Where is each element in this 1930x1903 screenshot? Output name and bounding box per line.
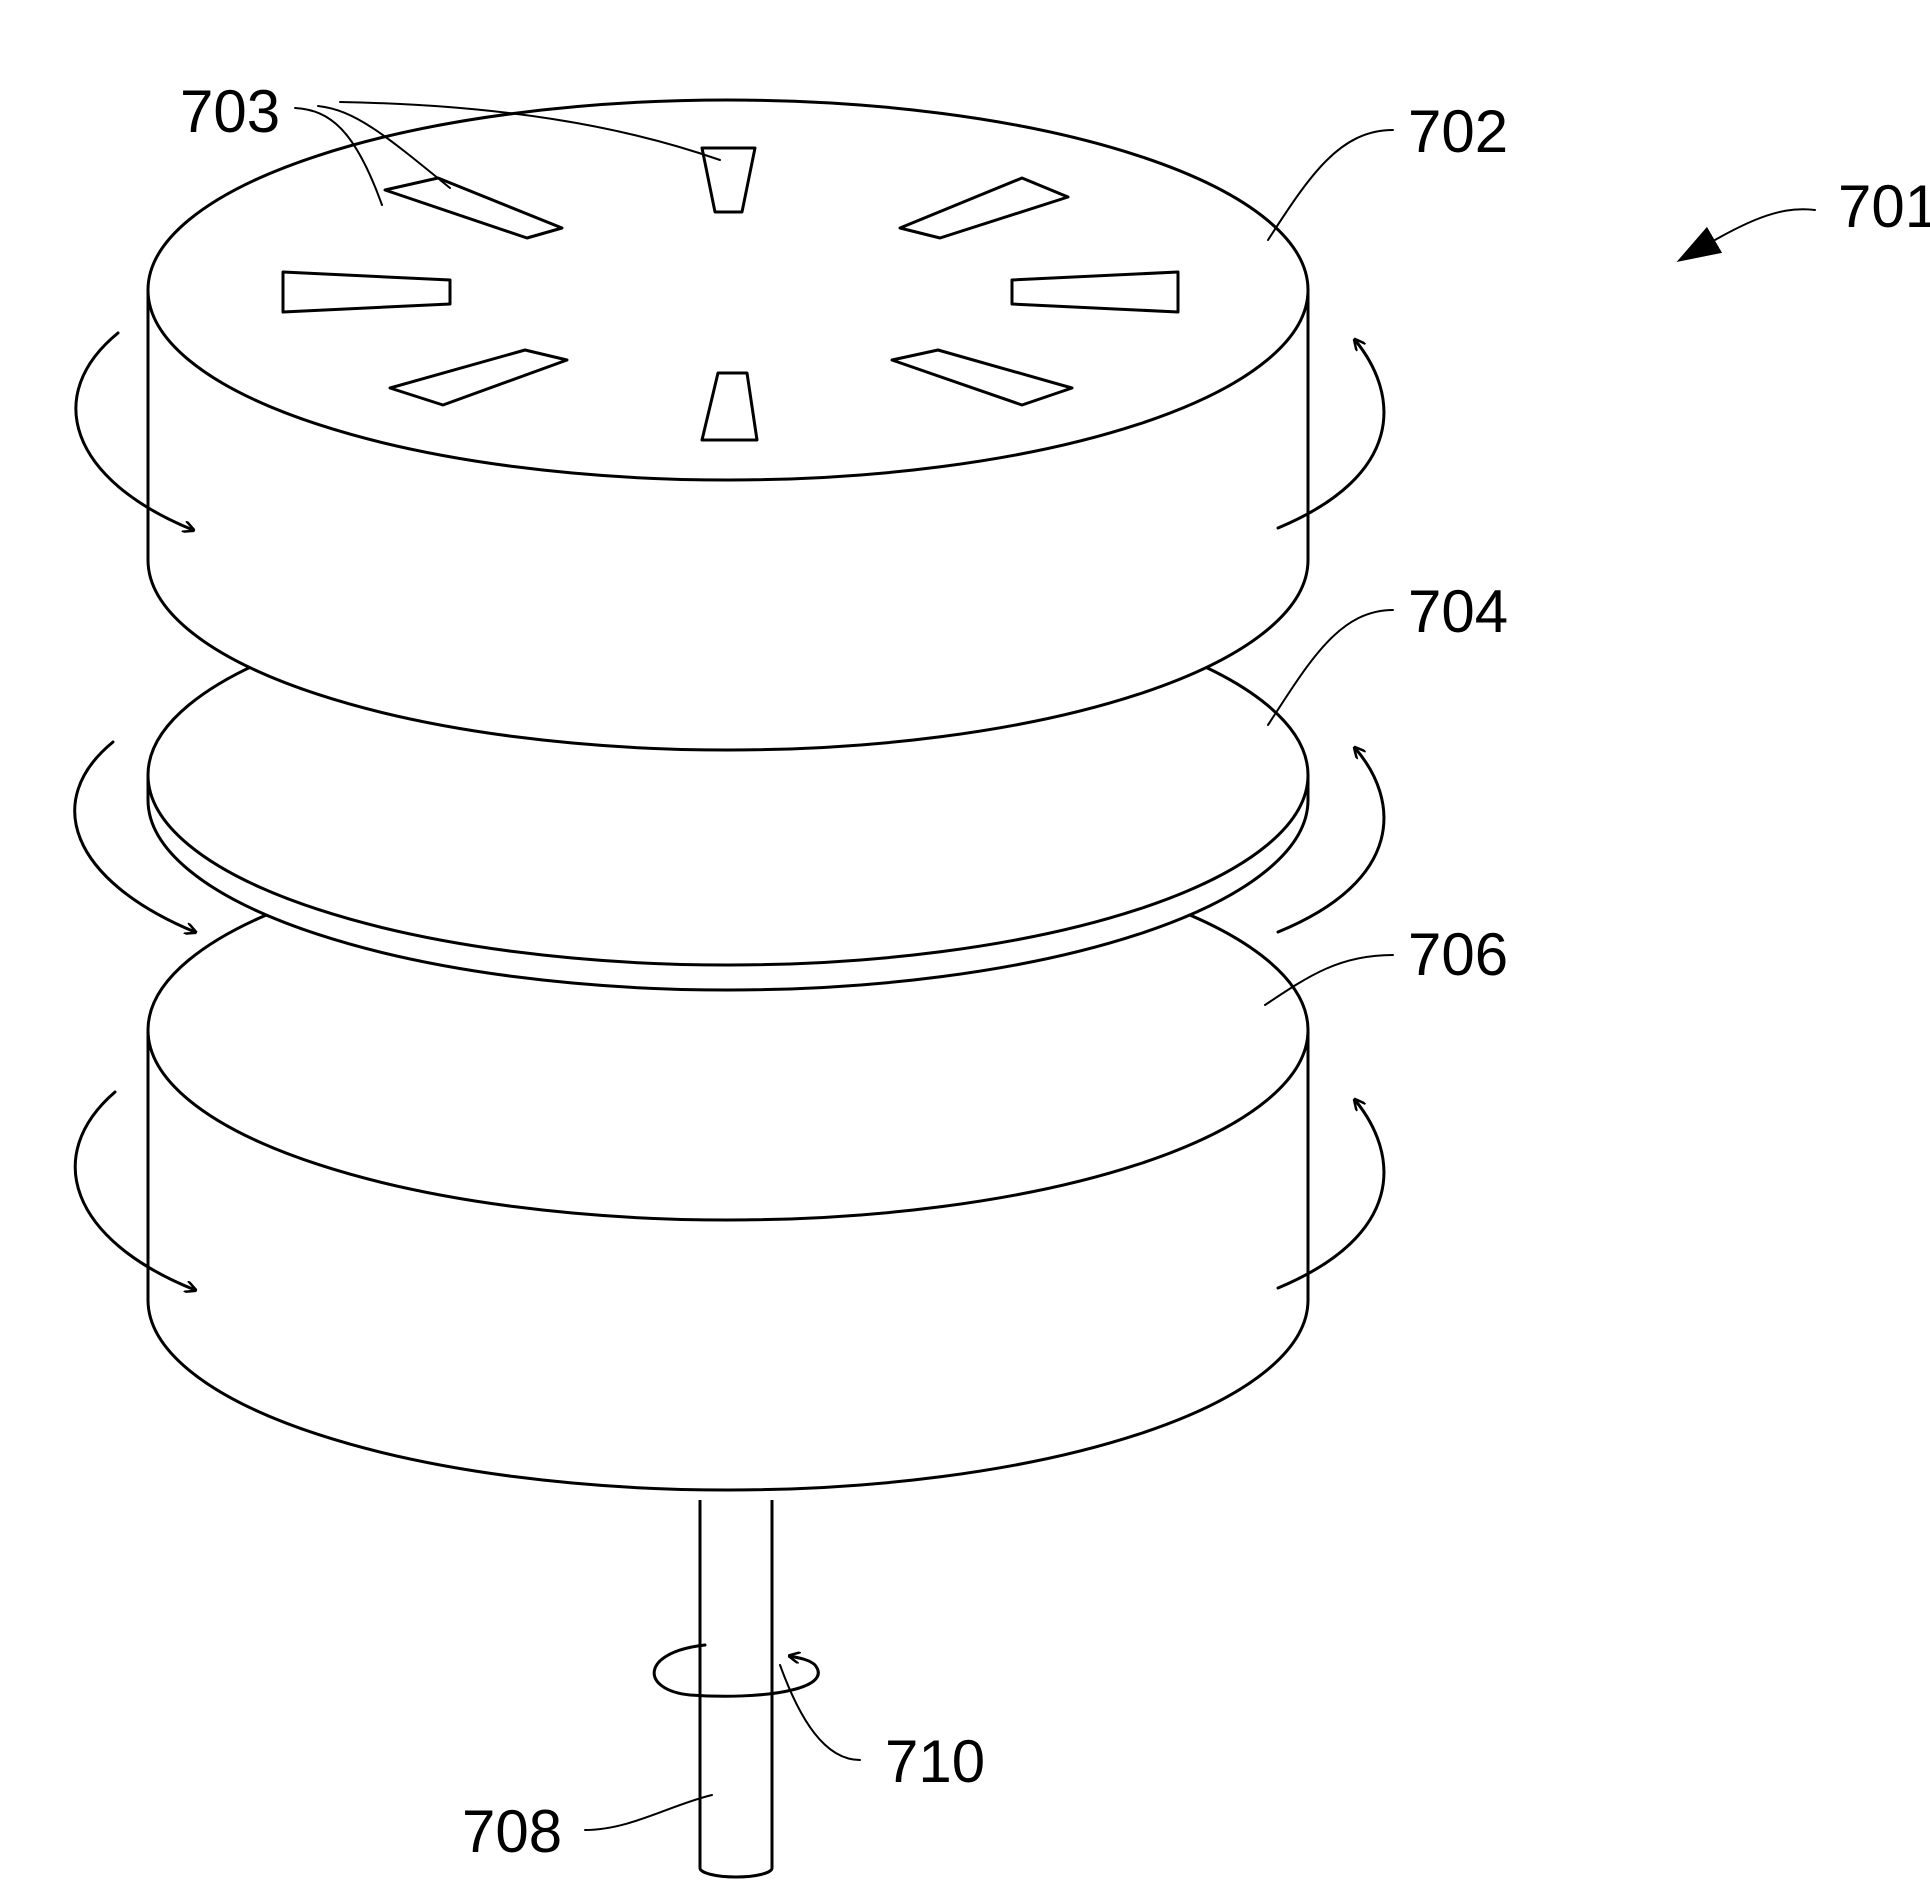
top-cylinder-702 — [148, 100, 1308, 750]
label-702: 702 — [1408, 98, 1508, 165]
shaft-708 — [700, 1500, 772, 1877]
arrow-701 — [1680, 209, 1815, 260]
leader-702 — [1268, 130, 1393, 240]
leader-704 — [1268, 610, 1393, 725]
leader-708 — [585, 1795, 712, 1830]
label-706: 706 — [1408, 921, 1508, 988]
label-708: 708 — [462, 1798, 562, 1865]
leader-710 — [780, 1665, 860, 1760]
label-701: 701 — [1838, 173, 1930, 240]
label-703: 703 — [180, 78, 280, 145]
label-710: 710 — [885, 1728, 985, 1795]
label-704: 704 — [1408, 578, 1508, 645]
